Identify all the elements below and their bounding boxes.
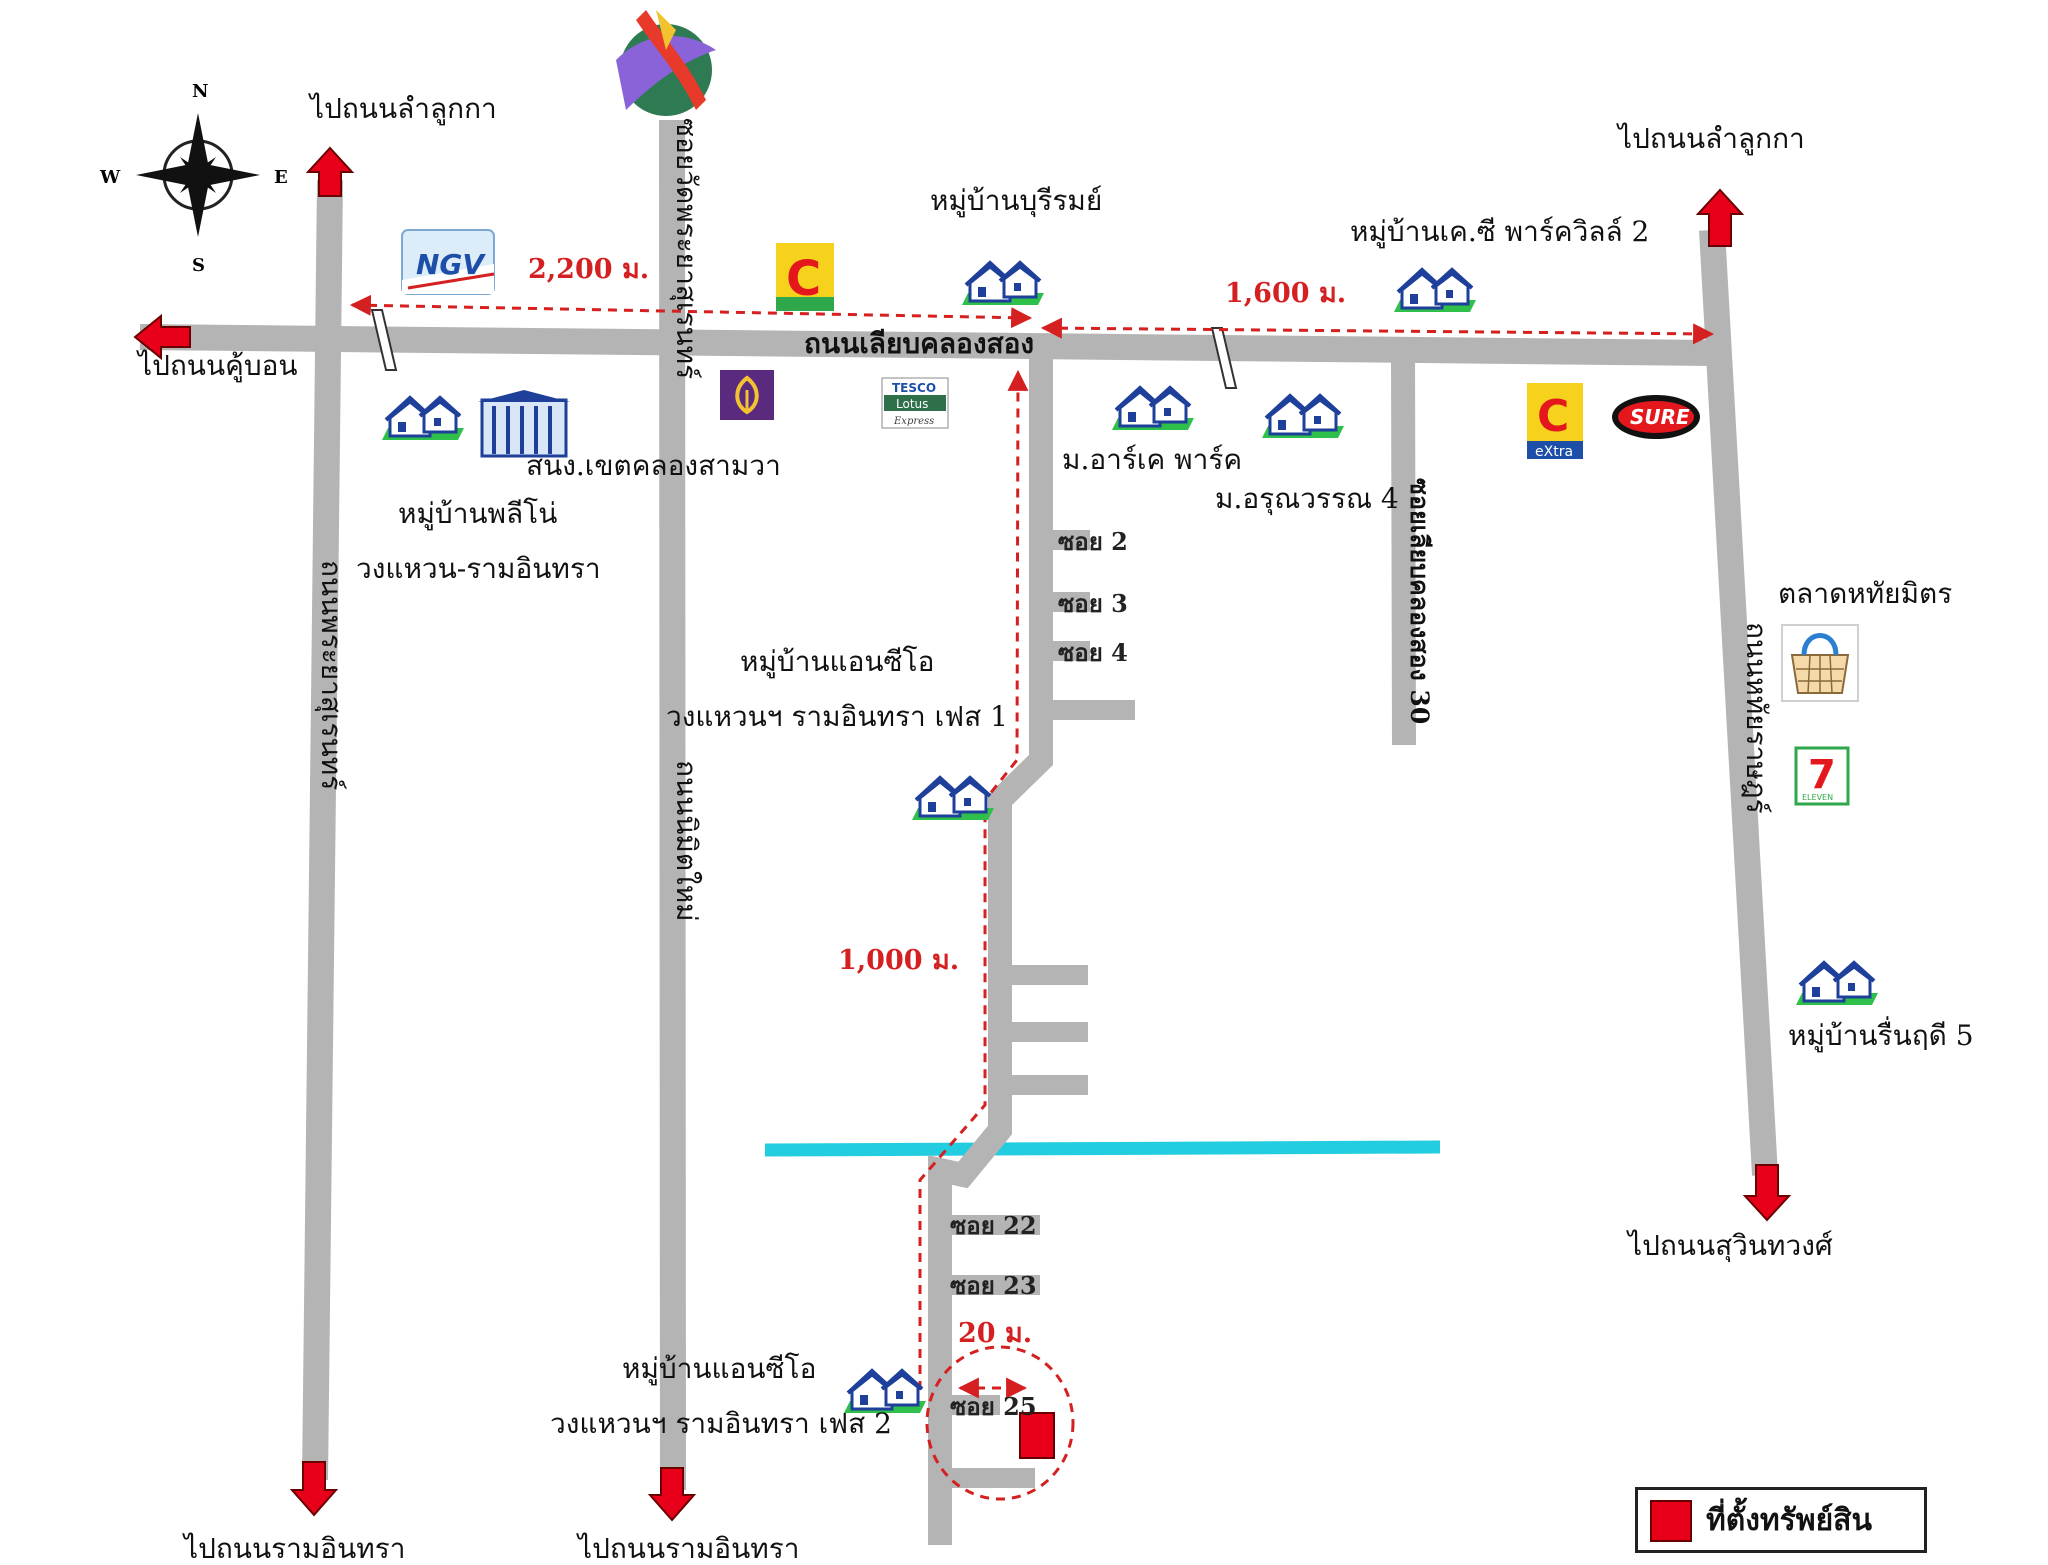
- label-soi-25: ซอย 25: [950, 1392, 1037, 1421]
- arrow-west: [133, 313, 191, 361]
- village-pleno-icon: [380, 396, 466, 442]
- village-rinrudee-icon: [1794, 961, 1880, 1007]
- village-anciro-1-icon: [910, 776, 996, 822]
- big-c-extra-c: C: [1537, 391, 1569, 442]
- tesco-lotus-logo-icon: TESCO Lotus Express: [881, 377, 949, 429]
- distance-2200: 2,200 ม.: [528, 254, 650, 285]
- to-suwinthawong: ไปถนนสุวินทวงศ์: [1628, 1229, 1833, 1262]
- property-marker: [1019, 1412, 1055, 1459]
- label-burirom: หมู่บ้านบุรีรมย์: [930, 184, 1103, 217]
- distance-1000: 1,000 ม.: [838, 945, 960, 976]
- police-station-icon: [478, 390, 570, 458]
- road-phraya-suren: [302, 179, 343, 1481]
- arrow-north-right: [1695, 188, 1745, 247]
- label-soi-3: ซอย 3: [1058, 589, 1128, 618]
- property-circle: [925, 1345, 1075, 1501]
- direction-arrows: [133, 146, 1792, 1522]
- to-lam-luk-ka-right: ไปถนนลำลูกกา: [1618, 122, 1805, 155]
- distance-20: 20 ม.: [958, 1318, 1033, 1349]
- arrow-south-right: [1742, 1164, 1792, 1222]
- lotus-text: Lotus: [896, 397, 928, 411]
- legend-label: ที่ตั้งทรัพย์สิน: [1706, 1503, 1872, 1538]
- label-arunwan: ม.อรุณวรรณ 4: [1215, 482, 1399, 515]
- village-burirom-icon: [960, 261, 1046, 307]
- label-anciro-1a: หมู่บ้านแอนซีโอ: [740, 645, 935, 678]
- road-network: [139, 119, 1778, 1545]
- side-sois: [940, 530, 1135, 1488]
- road-nimit-mai: [659, 119, 686, 1491]
- seven-eleven-logo-icon: 7 ELEVEN: [1794, 746, 1850, 806]
- road-nimit-mai-label: ถนนนิมิตใหม่: [670, 760, 703, 922]
- tesco-text: TESCO: [892, 381, 936, 395]
- road-liap-khlong-song: [139, 324, 1713, 366]
- village-arc-icon: [1110, 386, 1196, 432]
- compass-s: S: [192, 255, 205, 276]
- sure-text: SURE: [1630, 405, 1690, 429]
- seven-text: 7: [1808, 752, 1836, 798]
- ngv-text: NGV: [416, 248, 486, 281]
- compass-n: N: [192, 81, 208, 102]
- label-kc-park-villa: หมู่บ้านเค.ซี พาร์ควิลล์ 2: [1350, 215, 1650, 248]
- market-basket-icon: [1781, 624, 1859, 702]
- road-main-label: ถนนเลียบคลองสอง: [804, 327, 1035, 360]
- label-soi-22: ซอย 22: [950, 1211, 1037, 1240]
- shrine-logo-icon: [616, 10, 716, 116]
- road-soi-liap-30: [1391, 354, 1416, 746]
- canal: [764, 1140, 1441, 1157]
- distance-1600: 1,600 ม.: [1225, 278, 1347, 309]
- express-text: Express: [893, 416, 934, 427]
- village-arunwan-icon: [1260, 394, 1346, 440]
- label-anciro-1b: วงแหวนฯ รามอินทรา เฟส 1: [666, 700, 1008, 733]
- sure-logo-icon: SURE: [1612, 395, 1700, 439]
- label-anciro-2b: วงแหวนฯ รามอินทรา เฟส 2: [550, 1407, 892, 1440]
- big-c-text: C: [786, 251, 821, 307]
- arrow-south-1: [289, 1461, 339, 1517]
- label-soi-23: ซอย 23: [950, 1271, 1037, 1300]
- compass-e: E: [274, 167, 288, 188]
- compass-icon: N S E W: [99, 81, 288, 276]
- road-phraya-suren-label: ถนนพระยาสุเรนทร์: [315, 560, 348, 791]
- arrow-north-left: [305, 146, 355, 197]
- to-khu-bon: ไปถนนคู้บอน: [138, 349, 298, 382]
- big-c-extra-logo-icon: C eXtra: [1527, 383, 1583, 460]
- ngv-logo-icon: NGV: [401, 229, 495, 295]
- to-lam-luk-ka-left: ไปถนนลำลูกกา: [310, 92, 497, 125]
- label-market: ตลาดหทัยมิตร: [1778, 577, 1953, 610]
- label-soi-4: ซอย 4: [1058, 638, 1128, 667]
- road-soi-liap-30-label: ซอยเลียบคลองสอง 30: [1405, 478, 1434, 725]
- label-pleno-2: วงแหวน-รามอินทรา: [356, 552, 601, 585]
- big-c-extra-text: eXtra: [1535, 444, 1573, 460]
- road-soi-anciro: [928, 350, 1053, 1545]
- label-anciro-2a: หมู่บ้านแอนซีโอ: [622, 1352, 817, 1385]
- legend: ที่ตั้งทรัพย์สิน: [1635, 1487, 1927, 1553]
- road-hathai-rat-label: ถนนหทัยราษฎร์: [1740, 622, 1773, 814]
- label-police: สนง.เขตคลองสามวา: [526, 449, 781, 482]
- seven-sub-text: ELEVEN: [1802, 793, 1833, 802]
- road-hathai-rat: [1699, 229, 1778, 1176]
- bank-logo-icon: [720, 370, 774, 420]
- label-soi-2: ซอย 2: [1058, 527, 1128, 556]
- to-ram-inthra-1: ไปถนนรามอินทรา: [184, 1532, 406, 1565]
- arrow-south-2: [647, 1467, 697, 1522]
- to-ram-inthra-2: ไปถนนรามอินทรา: [578, 1532, 800, 1565]
- road-soi-wat-label: ซอยวัดพระยาสุเรนทร์: [670, 118, 703, 380]
- compass-w: W: [99, 167, 121, 188]
- label-rin-rudee: หมู่บ้านรื่นฤดี 5: [1788, 1019, 1974, 1052]
- label-arc-park: ม.อาร์เค พาร์ค: [1062, 443, 1243, 476]
- distance-lines: [349, 294, 1715, 1399]
- legend-property-swatch: [1650, 1500, 1692, 1542]
- big-c-logo-icon: C: [776, 243, 834, 311]
- village-kc-icon: [1392, 268, 1478, 314]
- label-pleno-1: หมู่บ้านพลีโน่: [398, 497, 558, 530]
